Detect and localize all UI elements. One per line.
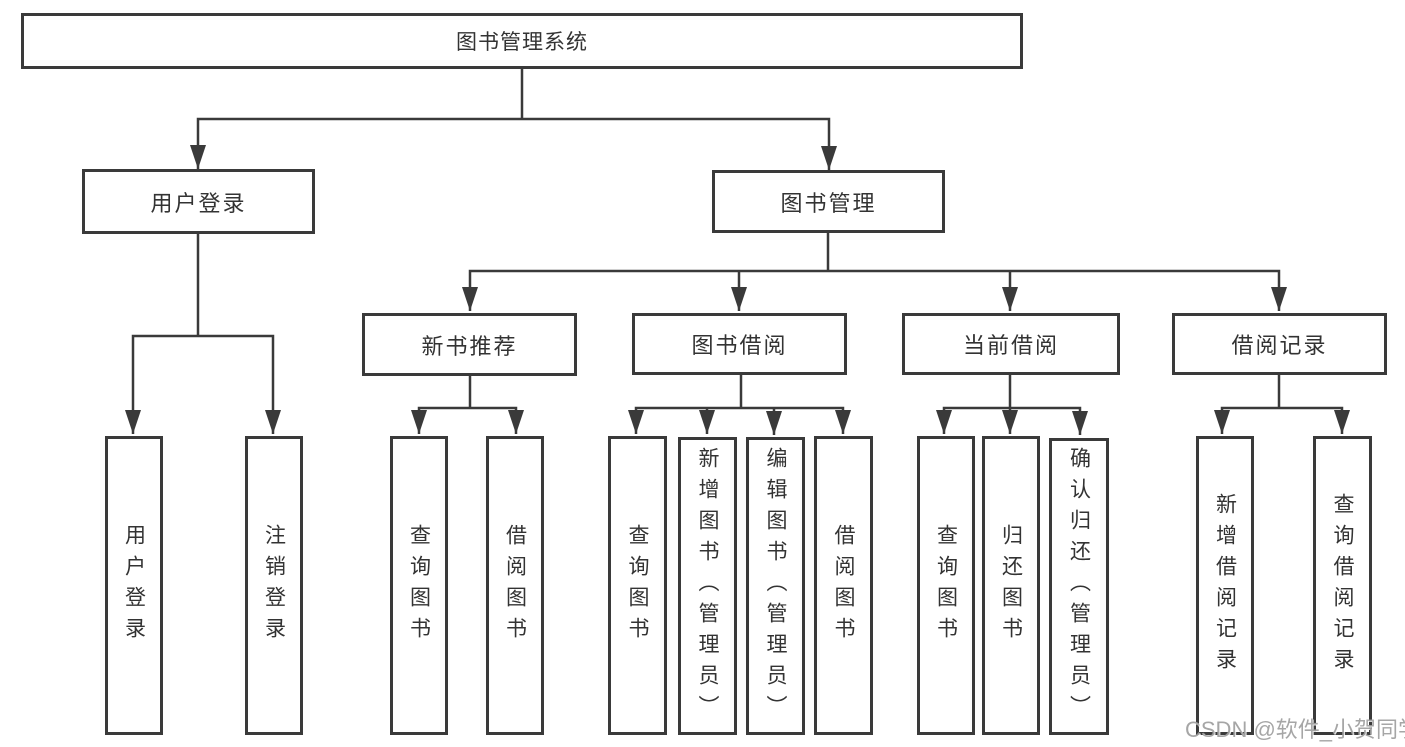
node-label: 当前借阅 [962,333,1059,358]
leaf-label: 查询图书 [407,523,431,648]
leaf-label: 借阅图书 [832,523,855,648]
leaf-return-book: 归还图书 [982,436,1040,735]
leaf-label: 新增借阅记录 [1213,492,1237,679]
leaf-logout: 注销登录 [245,436,303,735]
leaf-borrow-book-1: 借阅图书 [486,436,544,735]
leaf-label: 用户登录 [122,523,146,648]
leaf-label: 归还图书 [999,523,1023,648]
leaf-query-book-2: 查询图书 [608,436,667,735]
node-user-login: 用户登录 [82,169,315,234]
node-borrowing-records: 借阅记录 [1172,313,1387,375]
leaf-label: 新增图书（管理员） [696,446,719,726]
csdn-watermark: CSDN @软件_小贺同学 [1185,717,1405,742]
leaf-edit-book-admin: 编辑图书（管理员） [746,437,805,735]
node-label: 图书借阅 [691,333,788,358]
leaf-query-book-3: 查询图书 [917,436,975,735]
leaf-add-borrow-record: 新增借阅记录 [1196,436,1254,735]
leaf-query-borrow-record: 查询借阅记录 [1313,436,1372,735]
leaf-confirm-return-admin: 确认归还（管理员） [1049,438,1109,735]
node-label: 借阅记录 [1231,333,1328,358]
node-label: 新书推荐 [421,333,518,359]
node-current-borrowing: 当前借阅 [902,313,1120,375]
node-label: 图书管理 [780,190,877,216]
node-new-book-recommendation: 新书推荐 [362,313,577,376]
node-book-management: 图书管理 [712,170,945,233]
leaf-user-login: 用户登录 [105,436,163,735]
node-book-borrowing: 图书借阅 [632,313,847,375]
leaf-query-book-1: 查询图书 [390,436,448,735]
leaf-label: 查询借阅记录 [1331,492,1354,679]
node-book-management-system: 图书管理系统 [21,13,1023,69]
node-label: 用户登录 [150,190,247,216]
node-label: 图书管理系统 [456,31,588,54]
leaf-label: 查询图书 [934,523,958,648]
leaf-add-book-admin: 新增图书（管理员） [678,437,737,735]
leaf-label: 编辑图书（管理员） [764,446,787,726]
leaf-label: 查询图书 [626,523,649,648]
leaf-label: 确认归还（管理员） [1067,447,1091,726]
leaf-label: 注销登录 [262,523,286,648]
leaf-borrow-book-2: 借阅图书 [814,436,873,735]
leaf-label: 借阅图书 [503,523,527,648]
